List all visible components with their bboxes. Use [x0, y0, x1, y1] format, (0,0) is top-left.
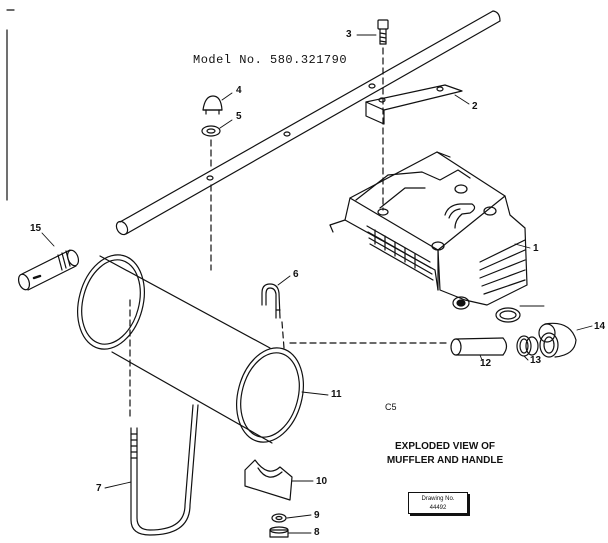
drawing-number-box: Drawing No. 44492	[408, 492, 468, 514]
model-number: Model No. 580.321790	[193, 53, 348, 67]
washer-icon	[201, 125, 221, 137]
callout-12: 12	[480, 358, 492, 369]
callout-8: 8	[314, 527, 320, 538]
leader-lines	[41, 34, 593, 534]
drawing-number-value: 44492	[429, 505, 447, 511]
engine-block	[329, 151, 528, 310]
handle-grip	[17, 249, 80, 291]
clamp-bracket	[244, 459, 293, 501]
margin-bracket	[6, 9, 15, 201]
pipe-gasket-rings	[495, 307, 539, 357]
bolt-icon	[377, 19, 389, 45]
section-code: C5	[385, 402, 397, 412]
callout-9: 9	[314, 510, 320, 521]
callout-2: 2	[472, 101, 478, 112]
callout-7: 7	[96, 483, 102, 494]
callout-6: 6	[293, 269, 299, 280]
callout-14: 14	[594, 321, 606, 332]
callout-3: 3	[346, 29, 352, 40]
drawing-number-label: Drawing No.	[421, 496, 455, 502]
callout-1: 1	[533, 243, 539, 254]
callout-13: 13	[530, 355, 542, 366]
callout-15: 15	[30, 223, 42, 234]
exhaust-pipe	[450, 337, 508, 356]
callout-10: 10	[316, 476, 328, 487]
callout-5: 5	[236, 111, 242, 122]
callout-11: 11	[331, 389, 342, 400]
lock-washer-icon	[271, 513, 287, 523]
diagram-title: EXPLODED VIEW OF MUFFLER AND HANDLE	[370, 440, 520, 468]
u-bolt-icon	[261, 283, 281, 319]
handle-bracket	[365, 84, 463, 125]
muffler-strap-rod	[130, 404, 199, 536]
cap-nut-icon	[202, 95, 223, 115]
callout-4: 4	[236, 85, 242, 96]
title-line-1: EXPLODED VIEW OF	[394, 441, 495, 452]
title-line-2: MUFFLER AND HANDLE	[386, 455, 504, 466]
exhaust-elbow	[538, 322, 577, 358]
muffler-body	[77, 254, 304, 444]
hex-nut-icon	[269, 526, 289, 538]
handle-tube	[115, 10, 501, 236]
